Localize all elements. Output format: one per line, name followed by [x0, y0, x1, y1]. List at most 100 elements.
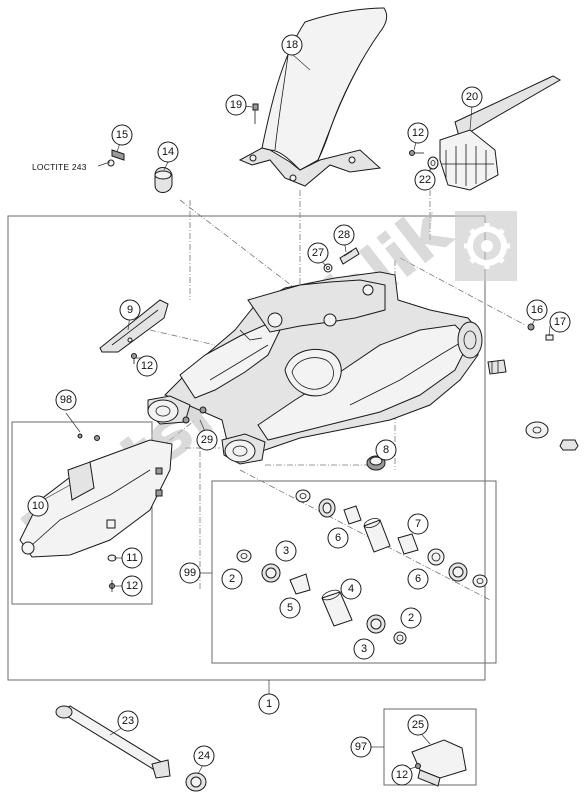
chain-guide-box	[11, 421, 153, 605]
callout-label: 29	[201, 434, 213, 446]
callout-label: 11	[126, 552, 137, 564]
screw-part	[107, 149, 125, 167]
callout-label: 12	[141, 360, 153, 372]
callout-5: 5	[279, 597, 301, 619]
bearing-kit-box	[211, 480, 497, 664]
callout-label: 98	[60, 394, 72, 406]
callout-8: 8	[375, 439, 397, 461]
pivot-axle-part	[55, 705, 171, 779]
bushing-part	[343, 505, 362, 525]
callout-7: 7	[407, 513, 429, 535]
chain-guide-part	[19, 433, 173, 558]
bolt-part	[339, 247, 360, 265]
seal-part	[295, 489, 311, 503]
callout-label: 19	[230, 99, 242, 111]
bearing-part	[318, 498, 336, 518]
callout-label: 16	[531, 304, 543, 316]
callout-3: 3	[353, 638, 375, 660]
bolt-part	[182, 406, 207, 424]
callout-10: 10	[27, 495, 49, 517]
bushing-part	[397, 533, 419, 555]
callout-label: 8	[383, 444, 389, 456]
callout-label: 2	[408, 612, 414, 624]
rear-mudguard-part	[238, 7, 388, 187]
callout-11: 11	[121, 547, 143, 569]
callout-99: 99	[179, 562, 201, 584]
seal-part	[472, 574, 488, 588]
bearing-part	[261, 563, 281, 583]
callout-12: 12	[136, 355, 158, 377]
callout-23: 23	[117, 710, 139, 732]
callout-label: 28	[338, 229, 350, 241]
callout-label: 3	[361, 643, 367, 655]
chain-slider-part	[411, 739, 467, 787]
loctite-note: LOCTITE 243	[32, 162, 87, 172]
bushing-part	[154, 167, 173, 193]
seal-part	[393, 631, 407, 645]
callout-6: 6	[407, 568, 429, 590]
cap-part	[366, 455, 386, 471]
callout-label: 9	[127, 304, 133, 316]
callout-label: 10	[32, 500, 44, 512]
gear-icon	[455, 211, 517, 281]
chain-guard-part	[439, 75, 562, 191]
callout-22: 22	[414, 169, 436, 191]
callout-9: 9	[119, 299, 141, 321]
screw-part	[409, 150, 424, 156]
callout-label: 4	[348, 583, 354, 595]
callout-16: 16	[526, 299, 548, 321]
callout-20: 20	[461, 86, 483, 108]
callout-label: 24	[198, 750, 210, 762]
callout-17: 17	[549, 311, 571, 333]
callout-label: 99	[184, 567, 196, 579]
callout-label: 23	[122, 715, 134, 727]
callout-2: 2	[400, 607, 422, 629]
nut-part	[559, 439, 579, 451]
bearing-part	[366, 614, 386, 634]
callout-6: 6	[327, 527, 349, 549]
callout-12: 12	[121, 575, 143, 597]
spacer-part	[487, 359, 507, 375]
swingarm-assembly-box	[7, 215, 486, 681]
screw-part	[252, 103, 259, 124]
callout-2: 2	[221, 568, 243, 590]
sleeve-part	[363, 517, 391, 553]
callout-label: 18	[286, 39, 298, 51]
callout-98: 98	[55, 389, 77, 411]
callout-24: 24	[193, 745, 215, 767]
callout-25: 25	[407, 714, 429, 736]
callout-label: 17	[554, 316, 566, 328]
callout-19: 19	[225, 94, 247, 116]
screw-part	[109, 580, 115, 592]
callout-label: 12	[412, 127, 424, 139]
callout-label: 12	[126, 580, 138, 592]
callout-28: 28	[333, 224, 355, 246]
callout-label: 27	[312, 247, 324, 259]
callout-97: 97	[350, 736, 372, 758]
nut-part	[527, 323, 554, 341]
callout-4: 4	[340, 578, 362, 600]
callout-27: 27	[307, 242, 329, 264]
bearing-part	[448, 562, 468, 582]
callout-label: 97	[355, 741, 367, 753]
callout-18: 18	[281, 34, 303, 56]
callout-label: 7	[415, 518, 421, 530]
seal-part	[236, 549, 252, 563]
seal-part	[427, 548, 445, 566]
callout-label: 2	[229, 573, 235, 585]
callout-label: 14	[162, 146, 174, 158]
bearing-kit-parts	[236, 489, 488, 645]
callout-label: 15	[116, 129, 128, 141]
washer-part	[427, 156, 439, 170]
callout-15: 15	[111, 124, 133, 146]
callout-1: 1	[258, 693, 280, 715]
sleeve-part	[321, 589, 353, 627]
washer-part	[525, 421, 549, 439]
callout-29: 29	[196, 429, 218, 451]
screw-part	[131, 353, 137, 364]
bracket-part	[99, 299, 169, 353]
callout-label: 5	[287, 602, 293, 614]
callout-label: 22	[419, 174, 431, 186]
